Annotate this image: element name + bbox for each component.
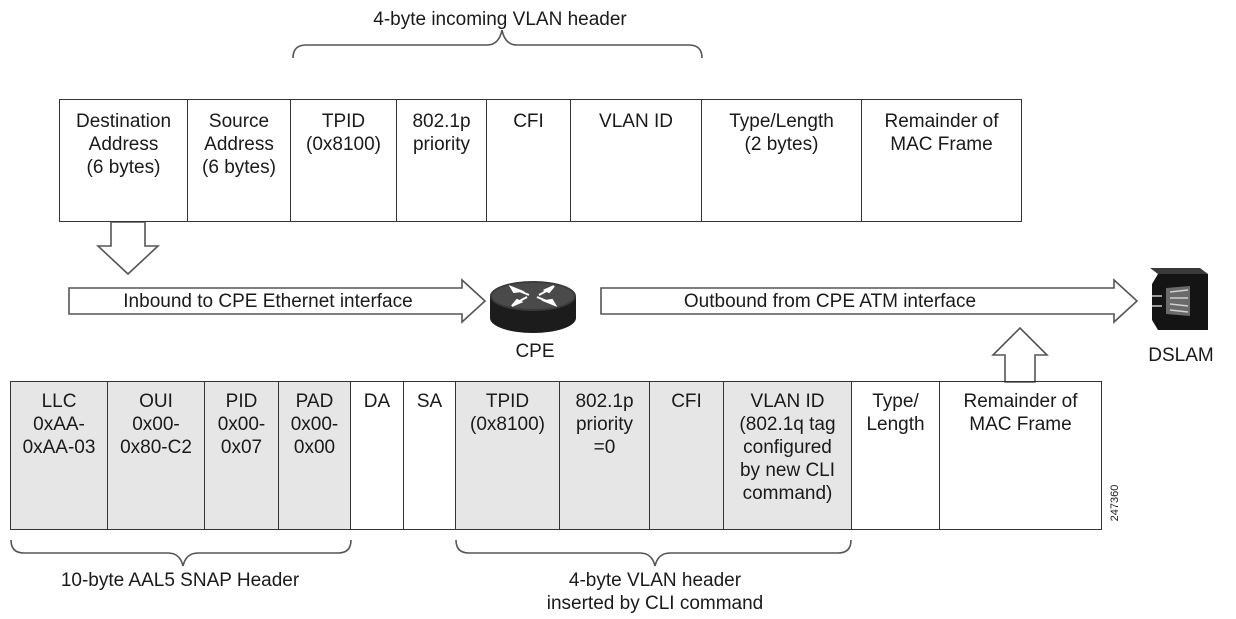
frame-field: TPID (0x8100) [290,99,397,222]
snap-header-brace [10,539,352,567]
top-brace [292,29,703,59]
dslam-label: DSLAM [1148,345,1214,366]
frame-field: Source Address (6 bytes) [187,99,291,222]
frame-field: Type/Length (2 bytes) [701,99,862,222]
frame-field: Type/ Length [851,381,940,530]
vlan-header-inserted-label: 4-byte VLAN header inserted by CLI comma… [546,570,764,614]
frame-field: VLAN ID (802.1q tag configured by new CL… [723,381,852,530]
frame-field: DA [350,381,404,530]
frame-field: 802.1p priority [396,99,487,222]
frame-field: CFI [649,381,724,530]
up-arrow [991,326,1049,383]
incoming-vlan-header-label: 4-byte incoming VLAN header [373,9,627,30]
cpe-label: CPE [515,341,555,362]
frame-field: PAD 0x00- 0x00 [278,381,351,530]
frame-field: SA [403,381,456,530]
outbound-arrow [600,278,1139,324]
frame-field: CFI [486,99,571,222]
frame-field: Remainder of MAC Frame [939,381,1102,530]
snap-header-label: 10-byte AAL5 SNAP Header [60,570,300,591]
outbound-label: Outbound from CPE ATM interface [683,291,977,312]
router-icon [490,281,576,333]
frame-field: TPID (0x8100) [455,381,560,530]
inbound-arrow [68,278,487,324]
dslam-icon [1150,268,1208,330]
figure-number: 247360 [1109,484,1121,522]
frame-field: OUI 0x00- 0x80-C2 [107,381,205,530]
vlan-header-brace [455,539,852,567]
inbound-label: Inbound to CPE Ethernet interface [123,291,413,312]
frame-field: 802.1p priority =0 [559,381,650,530]
frame-field: Destination Address (6 bytes) [59,99,188,222]
frame-field: LLC 0xAA- 0xAA-03 [10,381,108,530]
frame-field: Remainder of MAC Frame [861,99,1022,222]
frame-field: PID 0x00- 0x07 [204,381,279,530]
frame-field: VLAN ID [570,99,702,222]
down-arrow [95,221,161,276]
